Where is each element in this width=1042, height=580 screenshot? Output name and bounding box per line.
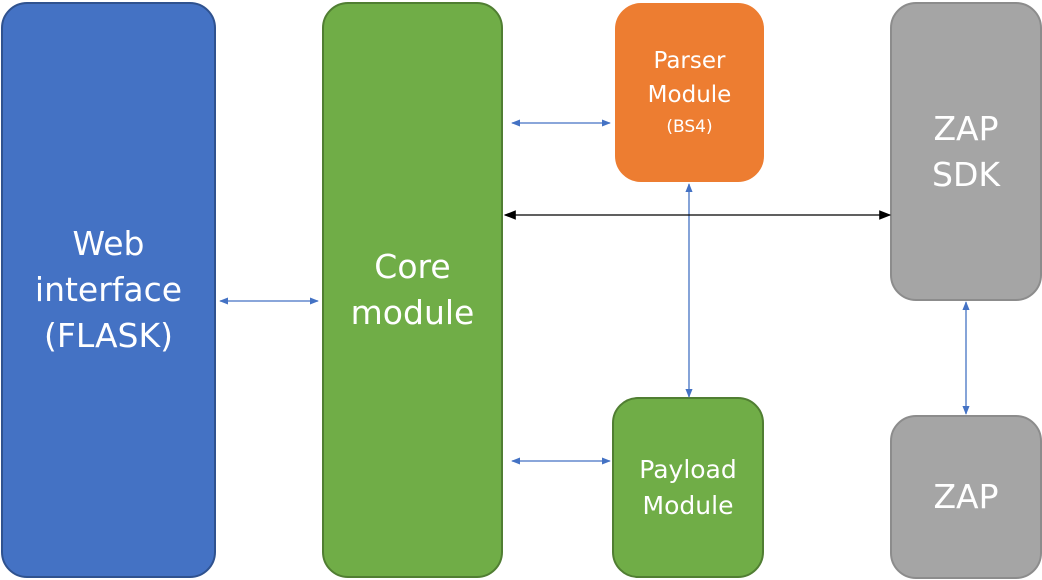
zap-sdk-node: ZAP SDK [890,2,1042,301]
zap-label: ZAP [933,477,999,516]
parser-module-node: Parser Module (BS4) [615,3,764,182]
web-interface-node: Web interface (FLASK) [1,2,216,578]
zap-sdk-label-line1: ZAP [933,108,999,148]
core-module-label-line2: module [350,293,475,332]
parser-module-sublabel: (BS4) [666,116,713,137]
payload-module-label-line2: Module [642,490,734,520]
zap-node: ZAP [890,415,1042,579]
core-module-node: Core module [322,2,503,578]
web-interface-label-line3: (FLASK) [43,316,174,355]
parser-module-label-line1: Parser [653,47,726,74]
web-interface-label-line2: interface [34,270,183,309]
web-interface-label-line1: Web [72,224,145,263]
zap-sdk-label-line2: SDK [932,154,1000,194]
payload-module-node: Payload Module [612,397,764,578]
core-module-label-line1: Core [374,247,451,286]
parser-module-label-line2: Module [647,81,732,108]
payload-module-label-line1: Payload [639,454,737,484]
